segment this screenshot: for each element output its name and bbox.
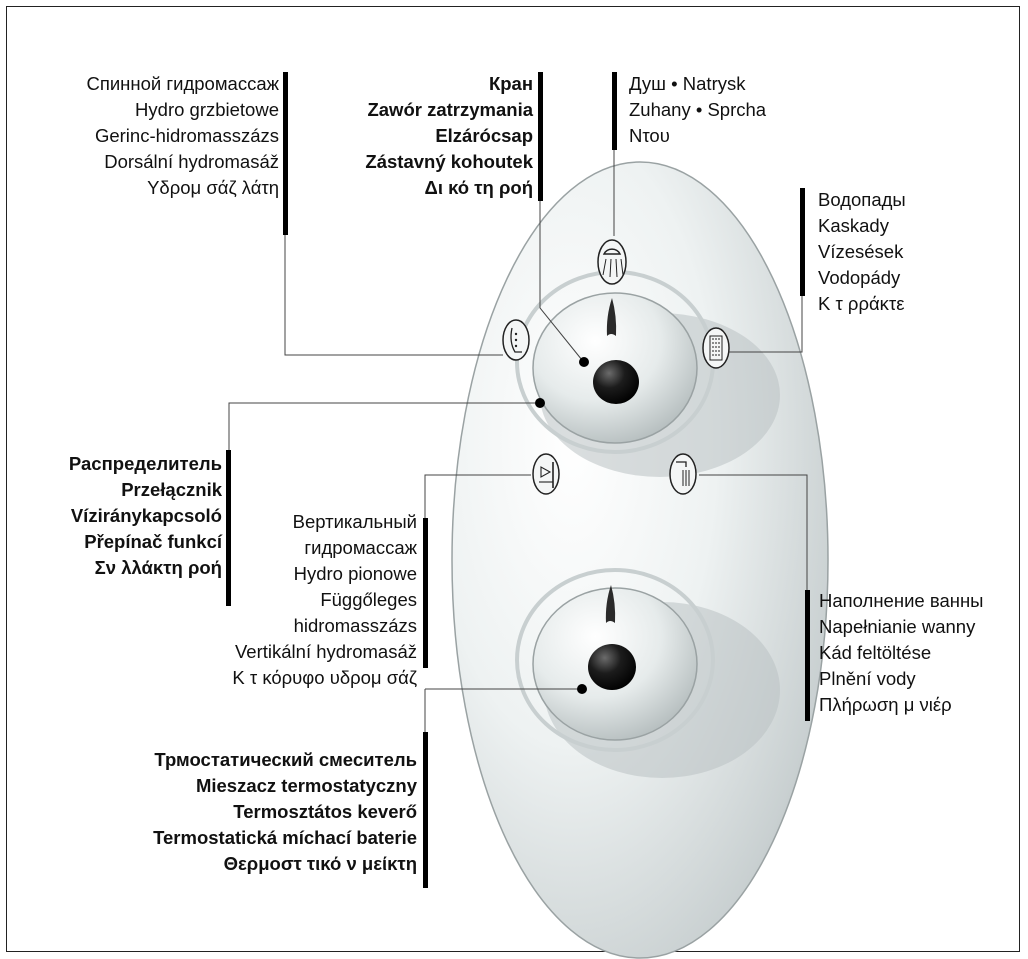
back-massage-icon	[503, 320, 529, 360]
waterfalls-label: Водопады Kaskady Vízesések Vodopády Κ τ …	[818, 187, 906, 317]
vertical-massage-label: Вертикальный гидромассаж Hydro pionowe F…	[232, 509, 417, 691]
stop-valve-label: Кран Zawór zatrzymania Elzárócsap Zástav…	[365, 71, 533, 201]
diverter-label: Распределитель Przełącznik Vízirány­kapc…	[69, 451, 222, 581]
shower-label: Душ • Natrysk Zuhany • Sprcha Ντου	[629, 71, 766, 149]
thermostatic-knob-cap	[588, 644, 636, 690]
back-massage-label: Спинной гидромассаж Hydro grzbietowe Ger…	[86, 71, 279, 201]
vertical-massage-icon	[533, 454, 559, 494]
control-panel	[452, 162, 828, 958]
shower-head-icon	[598, 240, 626, 284]
thermostatic-mixer-label: Трмостатический смеситель Mieszacz termo…	[153, 747, 417, 877]
waterfall-icon	[703, 328, 729, 368]
bath-fill-icon	[670, 454, 696, 494]
diverter-knob-cap	[593, 360, 639, 404]
bath-fill-label: Наполнение ванны Napełnianie wanny Kád f…	[819, 588, 983, 718]
